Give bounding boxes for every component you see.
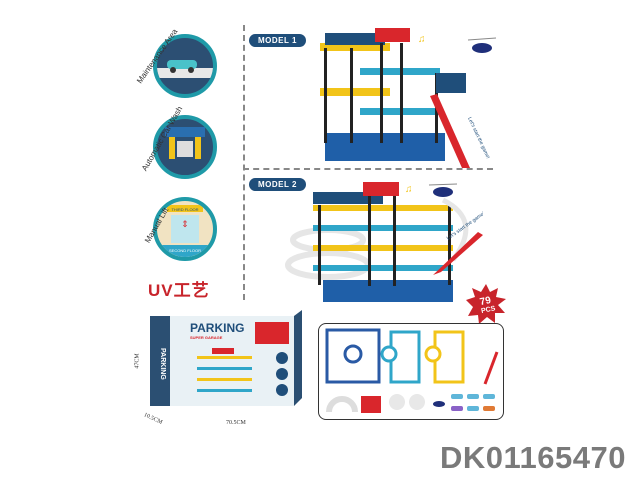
pieces-count: 79 [479,295,493,308]
helicopter-icon [428,183,458,197]
packaging-box-image: PARKING PARKING SUPER GARAGE [150,310,302,406]
item-code: DK01165470 [440,440,626,475]
music-note-icon: ♫ [418,34,426,45]
manual-lift-photo: THIRD FLOOR ⇕ SECOND FLOOR [153,197,217,261]
pieces-count-badge: 79 PCS [466,284,506,324]
lift-sign-second-floor: SECOND FLOOR [169,248,201,253]
divider-horizontal [243,168,493,170]
parts-list-panel [318,323,504,420]
box-title: PARKING [190,321,244,335]
music-note-icon: ♫ [405,184,413,195]
model-2-badge: MODEL 2 [249,178,306,191]
helicopter-icon [467,37,497,53]
pieces-unit: PCS [481,305,497,315]
divider-vertical [243,25,245,300]
maintenance-area-photo [153,34,217,98]
model-2-garage-image: Let's start the game! ♫ [285,182,483,302]
helicopter-icon [433,401,445,407]
box-height-label: 47CM [134,353,141,369]
model-1-badge: MODEL 1 [249,34,306,47]
box-side-text: PARKING [159,348,166,380]
car-wash-photo [153,115,217,179]
lift-sign-third-floor: THIRD FLOOR [171,207,198,212]
box-width-label: 70.5CM [226,420,246,426]
box-subtitle: SUPER GARAGE [190,335,223,340]
uv-print-label: UV工艺 [148,281,210,300]
model-1-garage-image: Let's start the game! ♫ [320,28,497,168]
svg-text:⇕: ⇕ [181,219,189,229]
model-1-slogan: Let's start the game! [466,116,491,159]
parts-diagram [325,328,499,413]
